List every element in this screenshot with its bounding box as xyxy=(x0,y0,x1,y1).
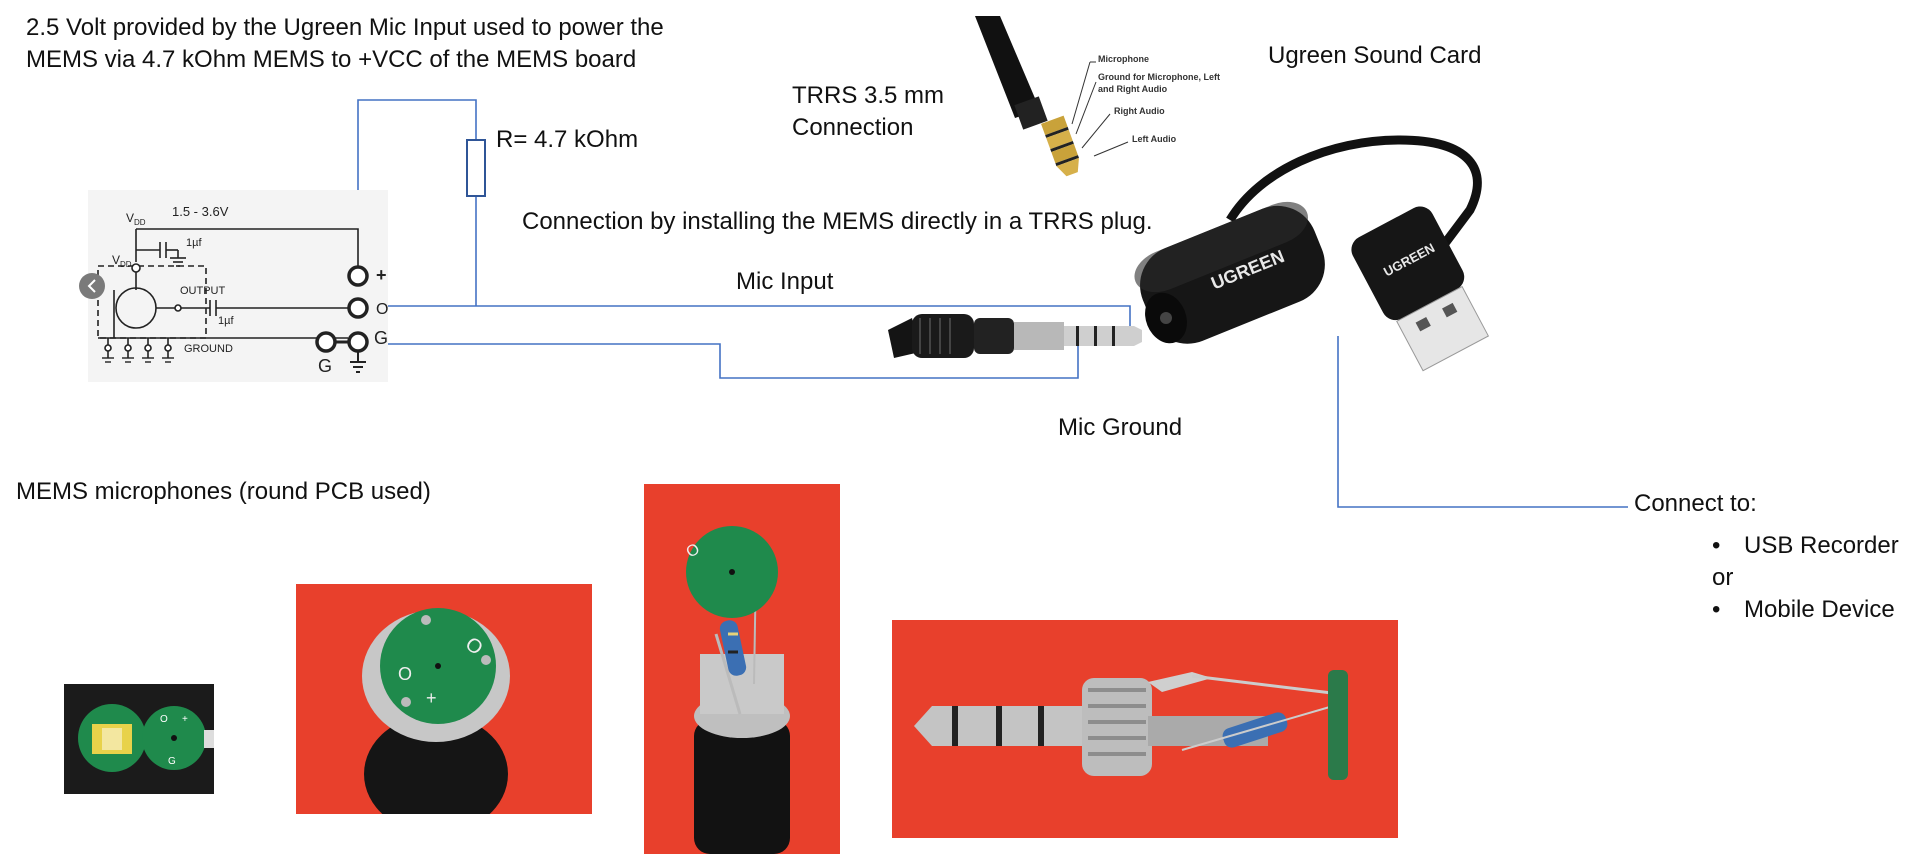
vdd-label: VDD xyxy=(126,211,146,227)
pcb-photo-mark-2: + xyxy=(426,688,437,708)
mems-boards-photo: O + G xyxy=(64,684,214,794)
plug-left-audio-label: Left Audio xyxy=(1132,134,1177,144)
pcb-photo-mark-3: O xyxy=(398,664,412,684)
cap1-label: 1µf xyxy=(186,237,202,249)
vdd-label-inner: VDD xyxy=(112,253,132,269)
plug-ground-label-1: Ground for Microphone, Left xyxy=(1098,72,1220,82)
pin-g-label: G xyxy=(374,328,388,348)
pin-plus-label: + xyxy=(376,265,387,285)
pcb-mark-2: + xyxy=(182,714,188,725)
pin-out-label: O xyxy=(376,301,388,318)
pin-output-terminal xyxy=(347,297,369,319)
option-mobile-device: Mobile Device xyxy=(1744,596,1895,623)
trrs-label-line1: TRRS 3.5 mm xyxy=(792,82,945,109)
mic-ground-label: Mic Ground xyxy=(1058,414,1183,441)
wiring xyxy=(357,99,1628,508)
ground-label: GROUND xyxy=(184,343,233,355)
plug-right-audio-label: Right Audio xyxy=(1114,106,1165,116)
power-note-line2: MEMS via 4.7 kOhm MEMS to +VCC of the ME… xyxy=(26,46,637,73)
bullet-icon: • xyxy=(1712,596,1721,623)
usb-connect-wire xyxy=(1337,336,1628,508)
option-usb-recorder: USB Recorder xyxy=(1744,532,1899,559)
connect-to-label: Connect to: xyxy=(1634,490,1757,517)
plug-microphone-label: Microphone xyxy=(1098,54,1149,64)
pin-ground2-terminal xyxy=(315,331,337,353)
jack-plug xyxy=(888,314,1142,358)
pin-plus-terminal xyxy=(347,265,369,287)
pcb-mark-1: O xyxy=(160,714,168,725)
mic-input-label: Mic Input xyxy=(736,268,834,295)
pcb-mark-3: G xyxy=(168,756,176,767)
pin-g2-label: G xyxy=(318,356,332,376)
power-note-line1: 2.5 Volt provided by the Ugreen Mic Inpu… xyxy=(26,14,664,41)
trrs-plug-illustration: Microphone Ground for Microphone, Left a… xyxy=(975,16,1220,177)
back-arrow-icon xyxy=(79,273,105,299)
plug-horizontal-photo xyxy=(892,620,1398,838)
mic-input-wire xyxy=(372,305,1131,328)
mic-ground-wire xyxy=(372,343,1079,379)
round-pcb-photo: O + O xyxy=(296,584,592,814)
plug-ground-label-2: and Right Audio xyxy=(1098,84,1168,94)
sound-card-title: Ugreen Sound Card xyxy=(1268,42,1482,69)
install-note: Connection by installing the MEMS direct… xyxy=(522,208,1153,235)
pin-ground-terminal xyxy=(347,331,369,353)
cap2-label: 1µf xyxy=(218,315,234,327)
trrs-label-line2: Connection xyxy=(792,114,914,141)
mems-schematic xyxy=(88,190,388,382)
resistor-symbol xyxy=(466,139,486,197)
output-label: OUTPUT xyxy=(180,285,226,297)
vcc-wire xyxy=(357,99,477,228)
bullet-icon: • xyxy=(1712,532,1721,559)
mems-caption: MEMS microphones (round PCB used) xyxy=(16,478,431,505)
plug-vertical-photo: O xyxy=(644,484,840,854)
ugreen-sound-card: UGREEN UGREEN xyxy=(1134,135,1490,372)
resistor-label: R= 4.7 kOhm xyxy=(496,126,639,153)
voltage-range-label: 1.5 - 3.6V xyxy=(172,204,229,219)
schematic-labels: VDD VDD 1.5 - 3.6V 1µf 1µf OUTPUT GROUND… xyxy=(112,204,388,376)
schematic-background xyxy=(88,190,388,382)
or-label: or xyxy=(1712,564,1734,591)
